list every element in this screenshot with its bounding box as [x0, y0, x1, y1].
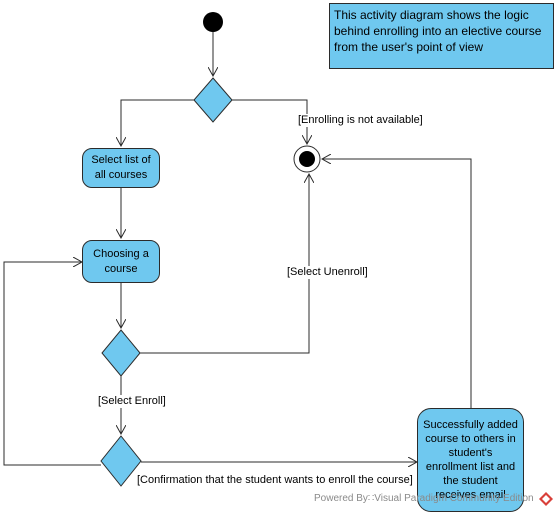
guard-unenroll: [Select Unenroll]: [287, 266, 368, 279]
edge-confirm-back-to-choosing: [3, 262, 101, 466]
edge-decision-to-final-unenroll: [140, 174, 309, 354]
activity-select-list: Select list of all courses: [82, 148, 160, 188]
guard-confirm: [Confirmation that the student wants to …: [137, 474, 413, 487]
final-node-core: [299, 151, 315, 167]
guard-enroll: [Select Enroll]: [98, 395, 166, 408]
edge-success-to-final: [322, 159, 472, 408]
guard-not-available: [Enrolling is not available]: [298, 114, 423, 127]
watermark-text: Powered By∷Visual Paradigm Community Edi…: [314, 493, 534, 504]
decision-node-enroll: [101, 329, 141, 377]
decision-node-confirm: [100, 435, 142, 487]
visual-paradigm-logo-icon-inner: [542, 495, 550, 503]
activity-choosing-course: Choosing a course: [82, 240, 160, 283]
initial-node: [203, 12, 223, 32]
diagram-note: This activity diagram shows the logic be…: [329, 3, 554, 69]
activity-success: Successfully added course to others in s…: [417, 408, 524, 512]
decision-node-availability: [193, 77, 233, 123]
edge-decision-to-final: [232, 99, 307, 144]
edge-decision-to-select-list: [121, 99, 194, 146]
